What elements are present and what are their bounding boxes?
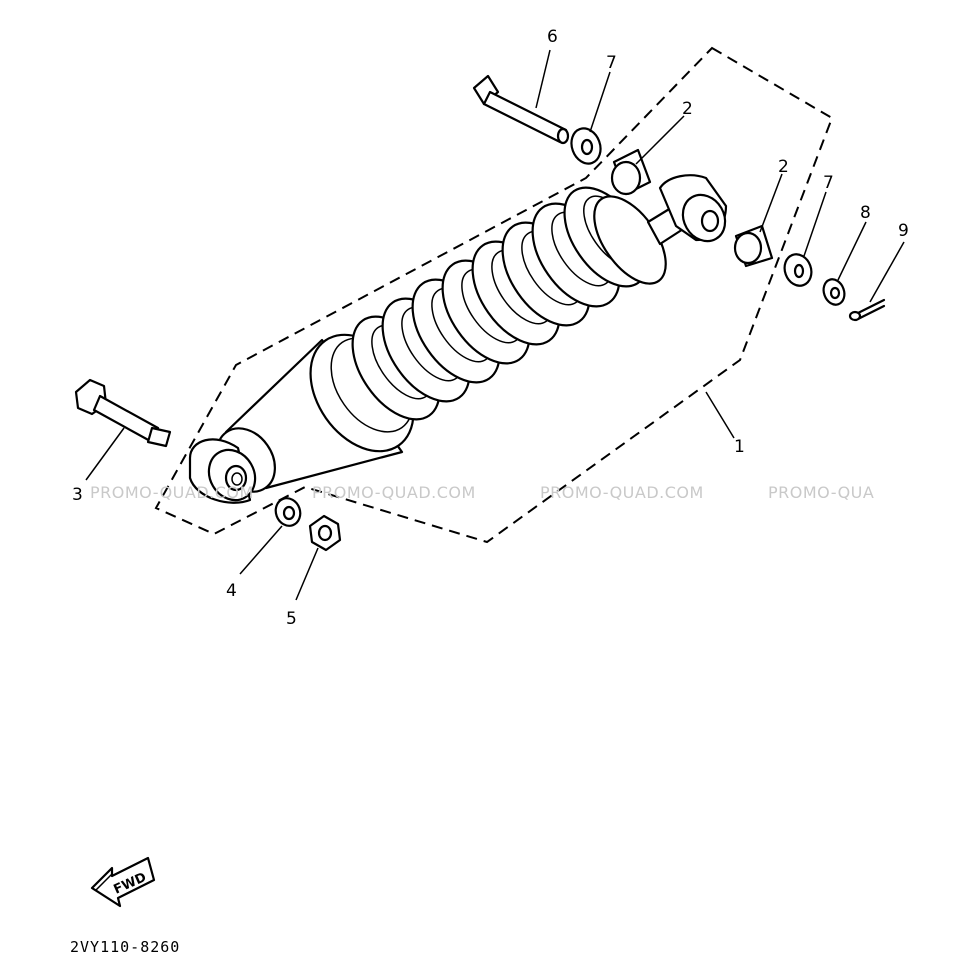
- watermark-text: PROMO-QUAD.COM: [90, 483, 254, 502]
- callout-2-left: 2: [682, 99, 693, 119]
- callout-7-right: 7: [823, 173, 834, 193]
- nut-lower: [308, 514, 342, 552]
- callout-9: 9: [898, 221, 909, 241]
- collar-right: [733, 224, 774, 268]
- nut-upper: [822, 278, 846, 306]
- diagram-code: 2VY110-8260: [70, 938, 180, 956]
- watermark-text: PROMO-QUAD.COM: [540, 483, 704, 502]
- coil-spring: [351, 186, 649, 421]
- callout-1: 1: [734, 437, 745, 457]
- watermark: PROMO-QUAD.COM PROMO-QUAD.COM PROMO-QUAD…: [90, 483, 874, 502]
- callout-7-left: 7: [606, 53, 617, 73]
- washer-upper-left: [570, 127, 602, 165]
- callout-6: 6: [547, 27, 558, 47]
- watermark-text: PROMO-QUAD.COM: [312, 483, 476, 502]
- assembly-boundary: [154, 46, 834, 544]
- callout-3: 3: [72, 485, 83, 505]
- watermark-text: PROMO-QUA: [768, 483, 874, 502]
- leader-lines: [85, 49, 905, 601]
- collar-left: [610, 148, 652, 196]
- rear-shock-absorber: [188, 174, 728, 504]
- callout-5: 5: [286, 609, 297, 629]
- upper-mount-bolt: [472, 74, 570, 145]
- lower-mount-bolt: [74, 378, 172, 448]
- callout-8: 8: [860, 203, 871, 223]
- washer-right: [783, 253, 813, 287]
- cotter-pin: [848, 298, 886, 322]
- callout-2-right: 2: [778, 157, 789, 177]
- forward-direction-arrow: FWD: [90, 856, 156, 908]
- washer-lower: [274, 497, 302, 527]
- callout-4: 4: [226, 581, 237, 601]
